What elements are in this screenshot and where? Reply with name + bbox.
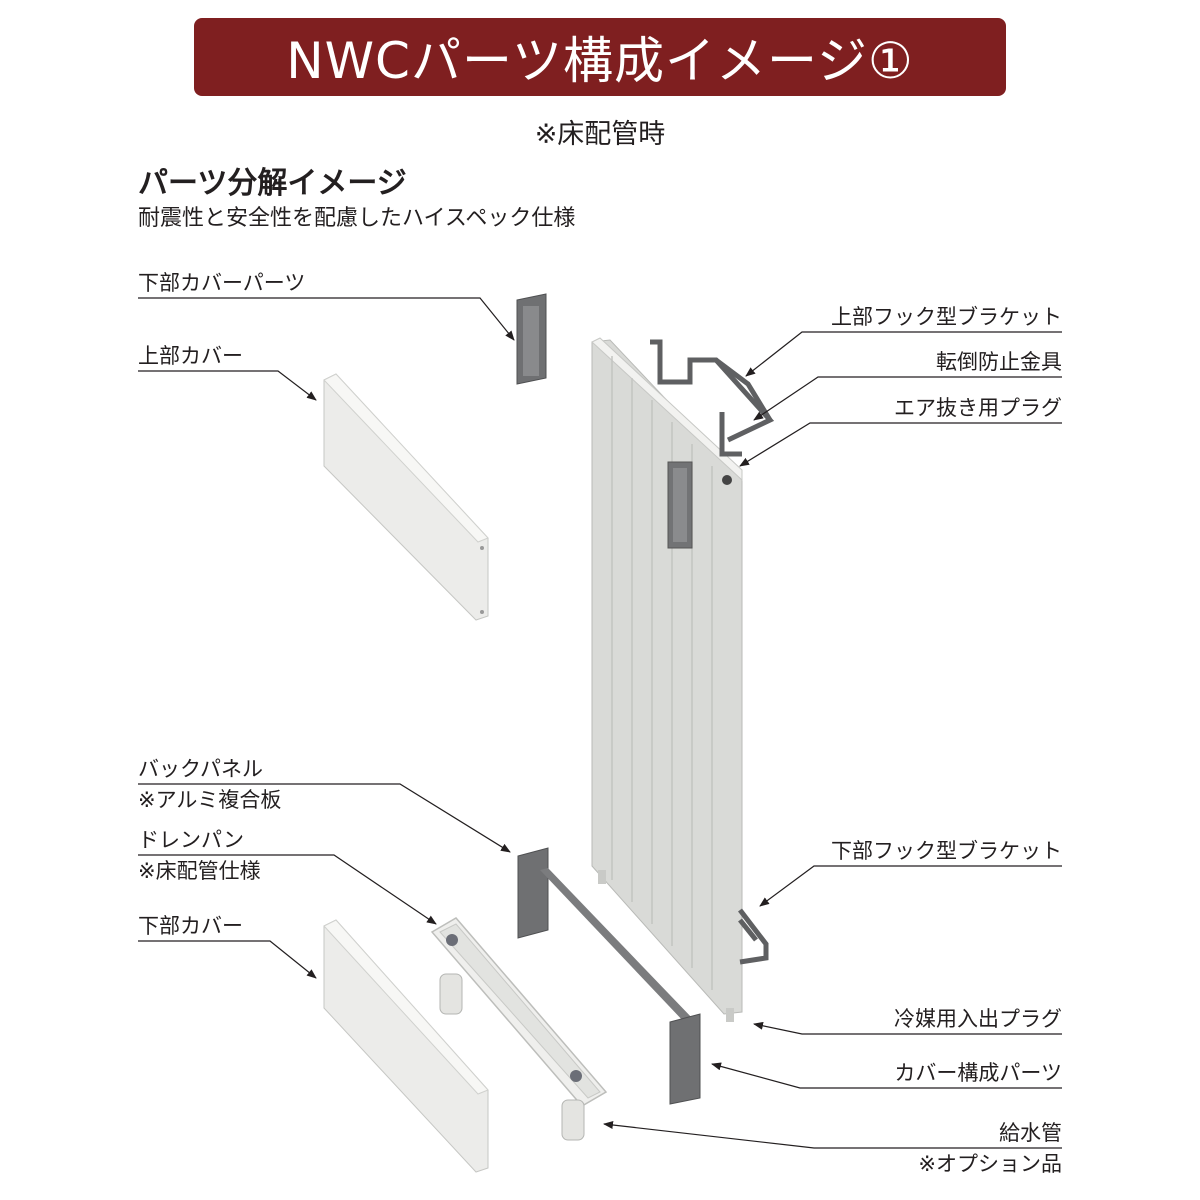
section-subtitle: 耐震性と安全性を配慮したハイスペック仕様 bbox=[138, 206, 576, 231]
page-title: NWCパーツ構成イメージ① bbox=[286, 32, 914, 90]
label-water-supply-pipe: 給水管 bbox=[999, 1121, 1062, 1145]
label-water-supply-note: ※オプション品 bbox=[918, 1152, 1062, 1176]
main-radiator-panel bbox=[591, 337, 743, 1022]
label-refrigerant-plug: 冷媒用入出プラグ bbox=[894, 1007, 1062, 1031]
label-drain-pan: ドレンパン bbox=[138, 828, 245, 852]
lower-cover-parts-plate bbox=[516, 293, 547, 385]
label-upper-hook-bracket: 上部フック型ブラケット bbox=[831, 305, 1062, 329]
label-anti-tip-fitting: 転倒防止金具 bbox=[936, 350, 1062, 374]
lower-cover bbox=[323, 919, 489, 1173]
lower-hook-bracket bbox=[738, 908, 769, 965]
label-lower-cover-parts: 下部カバーパーツ bbox=[138, 271, 306, 295]
floor-piping-note: ※床配管時 bbox=[534, 119, 666, 150]
section-title: パーツ分解イメージ bbox=[138, 166, 407, 201]
cover-structure-parts bbox=[517, 847, 701, 1105]
label-back-panel: バックパネル bbox=[138, 757, 263, 781]
label-lower-hook-bracket: 下部フック型ブラケット bbox=[831, 839, 1062, 863]
label-cover-parts: カバー構成パーツ bbox=[894, 1061, 1062, 1085]
upper-cover bbox=[323, 373, 489, 621]
label-upper-cover: 上部カバー bbox=[138, 344, 243, 368]
drain-pan bbox=[430, 917, 608, 1141]
label-back-panel-note: ※アルミ複合板 bbox=[138, 788, 282, 812]
upper-hook-bracket bbox=[650, 339, 775, 457]
title-banner: NWCパーツ構成イメージ① bbox=[194, 18, 1006, 96]
label-air-vent-plug: エア抜き用プラグ bbox=[894, 396, 1062, 420]
label-drain-pan-note: ※床配管仕様 bbox=[138, 859, 261, 883]
label-lower-cover: 下部カバー bbox=[138, 914, 243, 938]
